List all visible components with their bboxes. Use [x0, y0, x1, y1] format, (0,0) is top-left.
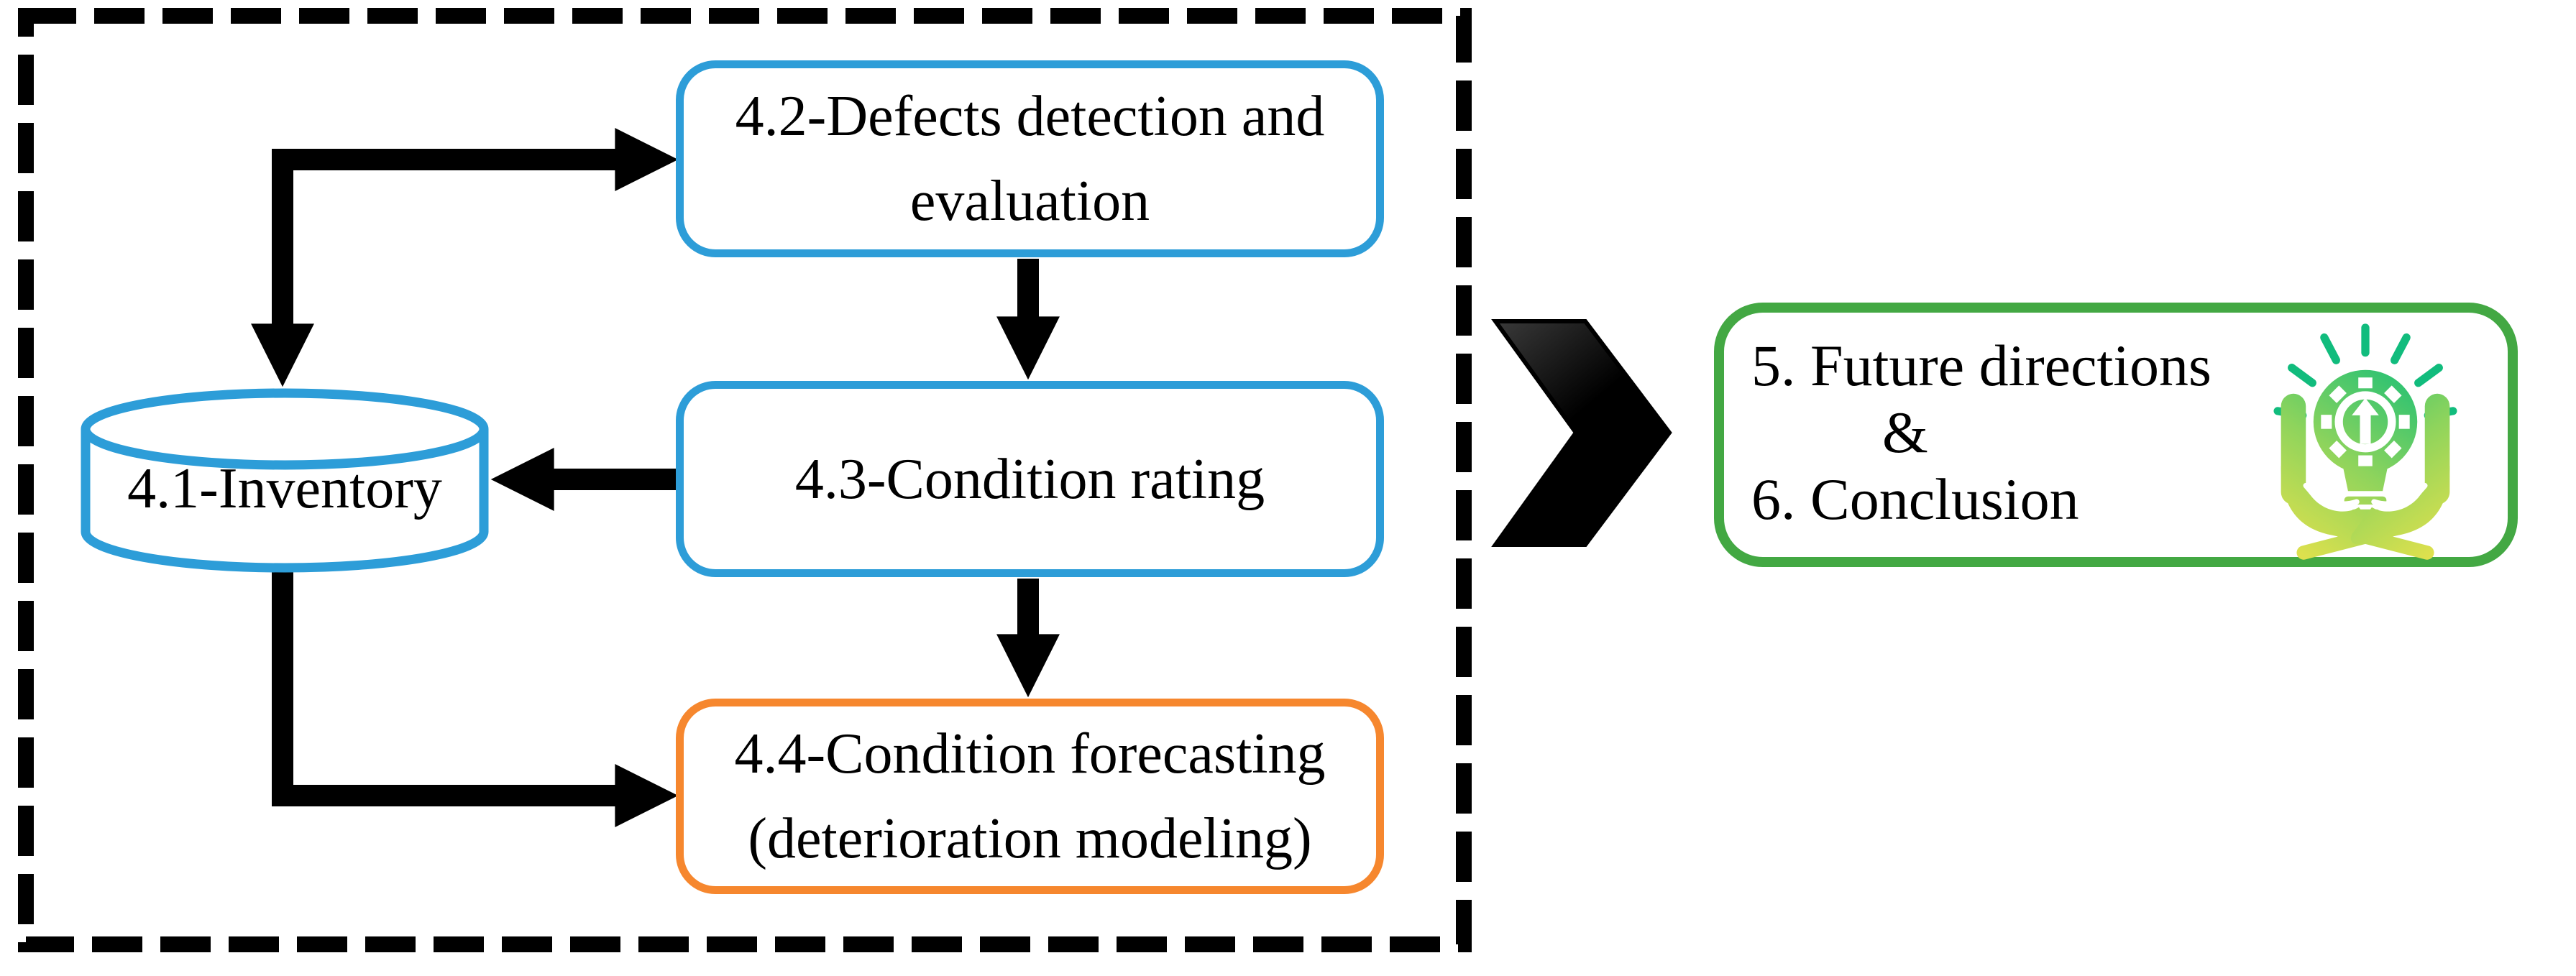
node-forecasting-line1: 4.4-Condition forecasting: [734, 722, 1326, 786]
node-defects-detection: 4.2-Defects detection and evaluation: [676, 60, 1384, 257]
node-defects-line2: evaluation: [909, 170, 1150, 233]
gear-up-arrow: [2321, 377, 2410, 466]
connector-arrows: [251, 128, 1060, 827]
cylinder-top: [81, 388, 489, 470]
hands-holding-lightbulb-gear-icon: [2252, 319, 2479, 563]
big-right-chevron-arrow: [1491, 319, 1672, 547]
idea-icon-svg: [2273, 323, 2457, 563]
future-directions-line: 5. Future directions: [1751, 333, 2211, 398]
node-inventory-label: 4.1-Inventory: [127, 456, 442, 520]
conclusion-line: 6. Conclusion: [1751, 466, 2079, 532]
section4-dashed-boundary: [18, 8, 1472, 952]
node-condition-rating: 4.3-Condition rating: [676, 381, 1384, 577]
arrow-inventory-to-forecasting: [272, 562, 679, 827]
node-defects-line1: 4.2-Defects detection and: [735, 85, 1325, 148]
ampersand-line: &: [1882, 400, 1928, 465]
node-forecasting-line2: (deterioration modeling): [748, 807, 1312, 870]
future-conclusion-text: 5. Future directions & 6. Conclusion: [1751, 332, 2255, 533]
node-condition-forecasting: 4.4-Condition forecasting (deterioration…: [676, 699, 1384, 894]
inventory-cylinder: [81, 388, 489, 573]
node-condition-rating-label: 4.3-Condition rating: [794, 447, 1265, 511]
